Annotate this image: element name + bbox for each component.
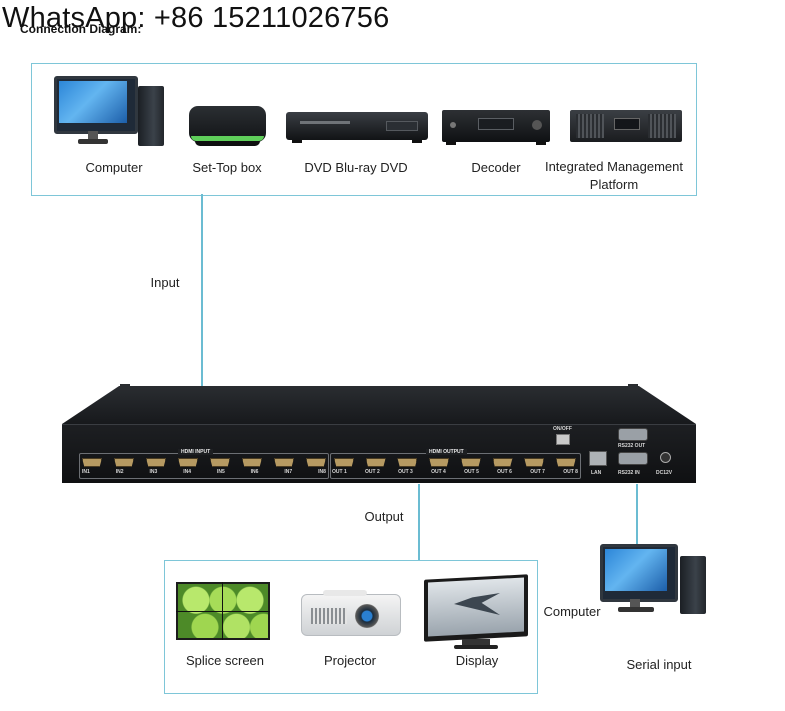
set-top-box-icon	[189, 106, 266, 148]
port-label-out2: OUT 2	[365, 469, 380, 475]
output-label-display: Display	[455, 653, 499, 668]
hdmi-in-port	[306, 458, 326, 467]
serial-computer-icon	[600, 544, 706, 616]
hdmi-in-port	[274, 458, 294, 467]
hdmi-out-port	[397, 458, 418, 467]
port-label-in6: IN6	[250, 469, 259, 475]
port-label-out6: OUT 6	[497, 469, 512, 475]
dvd-player-icon	[286, 112, 428, 144]
hdmi-in-port	[242, 458, 262, 467]
hdmi-in-port	[146, 458, 166, 467]
output-label-projector: Projector	[323, 653, 377, 668]
output-label-splice-screen: Splice screen	[185, 653, 265, 668]
port-label-in2: IN2	[115, 469, 124, 475]
projector-icon	[301, 586, 401, 636]
port-label-out4: OUT 4	[431, 469, 446, 475]
source-label-decoder: Decoder	[471, 160, 521, 175]
hdmi-out-port	[429, 458, 450, 467]
serial-input-label: Serial input	[626, 657, 692, 672]
port-label-out5: OUT 5	[464, 469, 479, 475]
port-label-in4: IN4	[183, 469, 191, 475]
input-connector-line	[201, 194, 203, 387]
port-label-in5: IN5	[216, 469, 225, 475]
rs232-out-port	[618, 428, 648, 441]
hdmi-out-port	[334, 458, 354, 467]
decoder-icon	[442, 110, 550, 146]
rs232-out-label: RS232 OUT	[618, 443, 646, 449]
hdmi-out-port	[460, 458, 481, 467]
dc-label: DC12V	[656, 470, 673, 476]
hdmi-output-title: HDMI OUTPUT	[426, 449, 467, 455]
source-label-dvd: DVD Blu-ray DVD	[304, 160, 408, 175]
lan-label: LAN	[591, 470, 602, 476]
port-label-in1: IN1	[82, 469, 90, 475]
splice-screen-icon	[176, 582, 270, 640]
hdmi-out-port	[555, 458, 576, 467]
matrix-switcher-device: HDMI INPUT IN1 IN2 IN3 IN4 IN5 IN6 IN7 I…	[62, 384, 696, 484]
dc-power-port	[660, 452, 671, 463]
whatsapp-watermark: WhatsApp: +86 15211026756	[2, 2, 390, 34]
hdmi-in-port	[82, 458, 102, 467]
output-connector-line	[418, 484, 420, 560]
source-label-management-platform: Integrated Management Platform	[544, 159, 684, 192]
hdmi-input-title: HDMI INPUT	[178, 449, 214, 455]
hdmi-in-port	[114, 458, 134, 467]
power-switch-label: ON/OFF	[553, 426, 572, 432]
power-switch[interactable]	[556, 434, 570, 445]
lan-port	[589, 451, 607, 466]
rs232-in-label: RS232 IN	[618, 470, 640, 476]
port-label-in3: IN3	[149, 469, 158, 475]
management-platform-icon	[570, 110, 682, 144]
serial-connector-line	[636, 484, 638, 544]
diagram-heading: Connection Diagram:	[20, 22, 142, 36]
port-label-in7: IN7	[284, 469, 293, 475]
display-icon	[424, 574, 528, 651]
port-label-out1: OUT 1	[332, 469, 347, 475]
input-label: Input	[150, 275, 180, 290]
hdmi-out-port	[492, 458, 513, 467]
hdmi-in-port	[210, 458, 230, 467]
source-label-set-top-box: Set-Top box	[192, 160, 262, 175]
output-label: Output	[364, 509, 404, 524]
port-label-out3: OUT 3	[398, 469, 413, 475]
port-label-in8: IN8	[318, 469, 326, 475]
hdmi-in-port	[178, 458, 198, 467]
hdmi-out-port	[524, 458, 545, 467]
computer-icon	[54, 76, 164, 148]
hdmi-out-port	[365, 458, 386, 467]
port-label-out8: OUT 8	[563, 469, 578, 475]
port-label-out7: OUT 7	[530, 469, 545, 475]
serial-computer-label: Computer	[543, 604, 601, 619]
source-label-computer: Computer	[85, 160, 143, 175]
rs232-in-port	[618, 452, 648, 465]
